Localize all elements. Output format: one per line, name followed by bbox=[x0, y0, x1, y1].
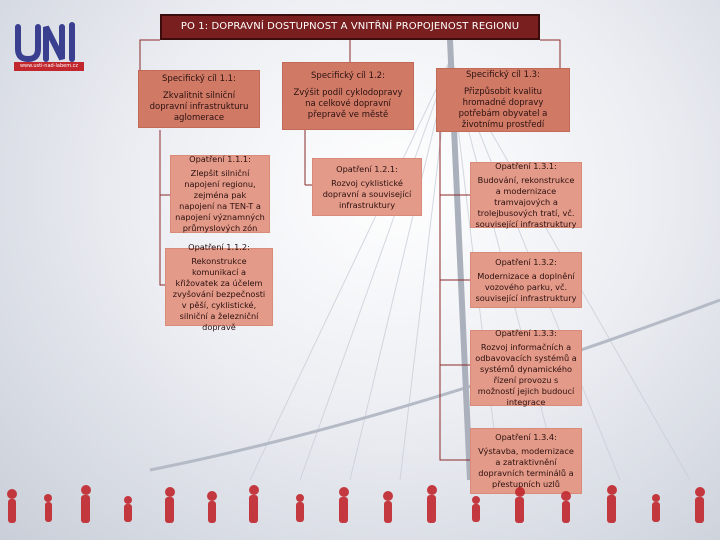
measure-text: Budování, rekonstrukce a modernizace tra… bbox=[475, 174, 577, 229]
measure-text: Rekonstrukce komunikací a křižovatek za … bbox=[172, 255, 266, 332]
city-logo bbox=[15, 22, 75, 63]
measure-heading: Opatření 1.1.2: bbox=[188, 241, 250, 252]
measure-1-3-3: Opatření 1.3.3: Rozvoj informačních a od… bbox=[470, 328, 582, 407]
people-silhouettes-decoration bbox=[7, 485, 705, 523]
measure-1-1-2: Opatření 1.1.2: Rekonstrukce komunikací … bbox=[165, 242, 273, 332]
goal-1-2: Specifický cíl 1.2: Zvýšit podíl cyklodo… bbox=[282, 62, 414, 130]
goal-1-1-text: Zkvalitnit silniční dopravní infrastrukt… bbox=[149, 91, 249, 123]
measure-heading: Opatření 1.2.1: bbox=[336, 163, 398, 174]
page-title: PO 1: DOPRAVNÍ DOSTUPNOST A VNITŘNÍ PROP… bbox=[160, 14, 540, 40]
goal-1-2-heading: Specifický cíl 1.2: bbox=[311, 71, 385, 81]
measure-1-3-2: Opatření 1.3.2: Modernizace a doplnění v… bbox=[470, 252, 582, 308]
measure-text: Zlepšit silniční napojení regionu, zejmé… bbox=[175, 168, 265, 233]
measure-1-2-1: Opatření 1.2.1: Rozvoj cyklistické dopra… bbox=[312, 158, 422, 216]
goal-1-2-text: Zvýšit podíl cyklodopravy na celkové dop… bbox=[293, 88, 403, 120]
measure-text: Rozvoj cyklistické dopravní a souvisejíc… bbox=[322, 177, 412, 210]
measure-heading: Opatření 1.3.3: bbox=[495, 328, 557, 338]
goal-1-3-text: Přizpůsobit kvalitu hromadné dopravy pot… bbox=[458, 86, 548, 130]
goal-1-3-heading: Specifický cíl 1.3: bbox=[466, 69, 540, 80]
goal-1-3: Specifický cíl 1.3: Přizpůsobit kvalitu … bbox=[436, 68, 570, 132]
measure-1-3-1: Opatření 1.3.1: Budování, rekonstrukce a… bbox=[470, 160, 582, 229]
measure-1-3-4: Opatření 1.3.4: Výstavba, modernizace a … bbox=[470, 428, 582, 494]
measure-heading: Opatření 1.3.4: bbox=[495, 432, 557, 442]
measure-heading: Opatření 1.3.1: bbox=[495, 160, 557, 171]
measure-heading: Opatření 1.1.1: bbox=[189, 154, 251, 164]
measure-text: Rozvoj informačních a odbavovacích systé… bbox=[475, 342, 577, 407]
measure-text: Modernizace a doplnění vozového parku, v… bbox=[475, 270, 577, 303]
goal-1-1-heading: Specifický cíl 1.1: bbox=[162, 74, 236, 84]
goal-1-1: Specifický cíl 1.1: Zkvalitnit silniční … bbox=[138, 70, 260, 128]
measure-text: Výstavba, modernizace a zatraktivnění do… bbox=[478, 446, 574, 489]
measure-1-1-1: Opatření 1.1.1: Zlepšit silniční napojen… bbox=[170, 154, 270, 233]
measure-heading: Opatření 1.3.2: bbox=[495, 256, 557, 267]
logo-url: www.usti-nad-labem.cz bbox=[14, 62, 84, 71]
